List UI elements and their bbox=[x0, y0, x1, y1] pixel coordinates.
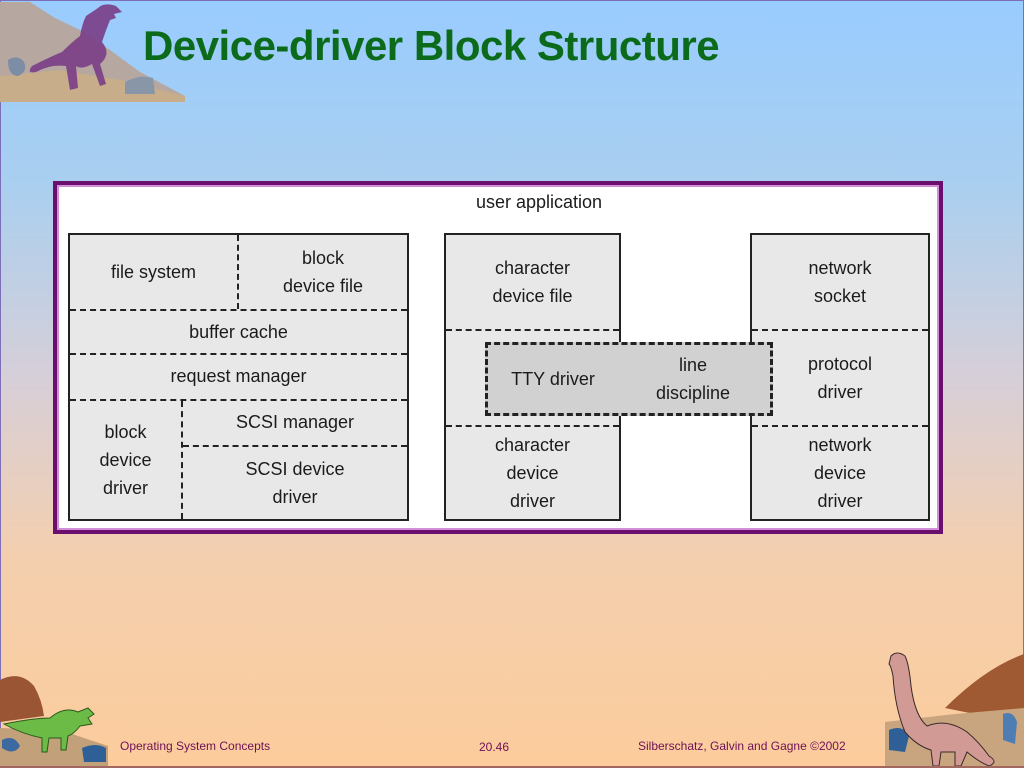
character-device-file-layer: character device file bbox=[492, 258, 573, 306]
divider bbox=[237, 235, 239, 309]
brontosaurus-icon bbox=[885, 652, 1024, 766]
scsi-device-driver-layer: SCSI device driver bbox=[245, 459, 345, 507]
protocol-driver-layer: protocol driver bbox=[807, 354, 873, 402]
divider bbox=[70, 399, 407, 401]
divider bbox=[446, 425, 619, 427]
block-device-stack: file system block device file buffer cac… bbox=[68, 233, 409, 521]
diagram-canvas: user application file system block devic… bbox=[57, 185, 939, 530]
divider bbox=[446, 329, 619, 331]
footer-course-title: Operating System Concepts bbox=[120, 739, 271, 753]
network-device-driver-layer: network device driver bbox=[808, 435, 872, 511]
buffer-cache-layer: buffer cache bbox=[189, 322, 288, 342]
footer-slide-number: 20.46 bbox=[479, 740, 510, 754]
line-discipline-label: line discipline bbox=[655, 355, 731, 403]
divider bbox=[752, 329, 928, 331]
divider bbox=[70, 309, 407, 311]
divider bbox=[183, 445, 407, 447]
divider bbox=[752, 425, 928, 427]
tty-driver-label: TTY driver bbox=[511, 369, 595, 389]
footer-copyright: Silberschatz, Galvin and Gagne ©2002 bbox=[638, 739, 846, 753]
tty-driver-box: TTY driver line discipline bbox=[485, 342, 773, 416]
character-device-driver-layer: character device driver bbox=[494, 435, 571, 511]
divider bbox=[181, 401, 183, 519]
triceratops-icon bbox=[0, 676, 108, 766]
slide-title: Device-driver Block Structure bbox=[143, 22, 720, 69]
scsi-manager-layer: SCSI manager bbox=[235, 412, 355, 432]
network-stack: network socket protocol driver network d… bbox=[750, 233, 930, 521]
request-manager-layer: request manager bbox=[170, 366, 307, 386]
t-rex-icon bbox=[0, 2, 185, 102]
file-system-layer: file system bbox=[110, 262, 197, 282]
diagram-frame: user application file system block devic… bbox=[53, 181, 943, 534]
block-device-file-layer: block device file bbox=[282, 248, 364, 296]
user-application-label: user application bbox=[475, 192, 603, 212]
network-socket-layer: network socket bbox=[808, 258, 872, 306]
block-device-driver-layer: block device driver bbox=[99, 422, 152, 498]
footer-rule bbox=[0, 766, 1024, 768]
divider bbox=[70, 353, 407, 355]
